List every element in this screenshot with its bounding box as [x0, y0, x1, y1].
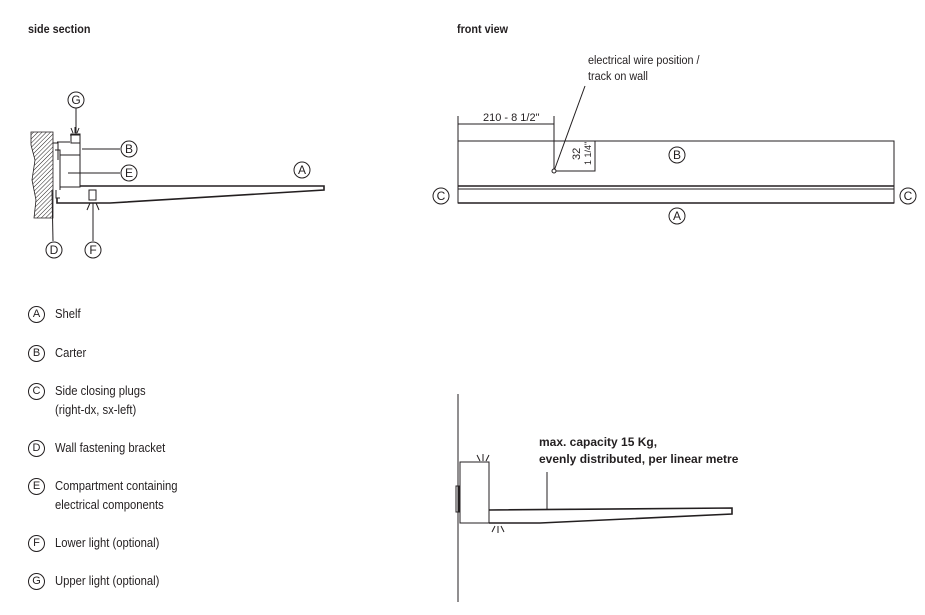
svg-text:B: B	[125, 142, 133, 156]
callout-g: G	[67, 91, 85, 109]
callout-b: B	[120, 140, 138, 158]
height-mm: 32	[571, 148, 583, 160]
svg-text:B: B	[673, 148, 681, 162]
callout-c-left: C	[432, 187, 450, 205]
callout-e: E	[120, 164, 138, 182]
front-view-drawing: electrical wire position / track on wall…	[432, 55, 917, 225]
dimension-label: 210 - 8 1/2"	[483, 112, 540, 124]
svg-text:E: E	[125, 166, 133, 180]
callout-b-front: B	[668, 146, 686, 164]
capacity-line1: max. capacity 15 Kg,	[539, 435, 657, 449]
callout-d: D	[45, 241, 63, 259]
side-section-heading: side section	[28, 22, 91, 36]
svg-text:F: F	[89, 243, 96, 257]
svg-text:A: A	[673, 209, 681, 223]
wall-hatch	[30, 131, 54, 219]
bracket	[53, 142, 61, 199]
upper-light-rays	[70, 127, 80, 134]
wire-note-line2: track on wall	[588, 71, 648, 84]
shelf-a	[56, 185, 325, 204]
callout-f: F	[84, 241, 102, 259]
callout-c-right: C	[899, 187, 917, 205]
capacity-drawing: max. capacity 15 Kg, evenly distributed,…	[455, 394, 739, 602]
callout-a: A	[293, 161, 311, 179]
side-section-drawing: G B E A D F	[30, 91, 325, 259]
svg-text:D: D	[50, 243, 59, 257]
front-view-heading: front view	[457, 22, 509, 36]
callout-a-front: A	[668, 207, 686, 225]
lower-light	[88, 189, 97, 201]
height-in: 1 1/4"	[583, 142, 593, 165]
svg-text:C: C	[437, 189, 446, 203]
capacity-line2: evenly distributed, per linear metre	[539, 452, 739, 466]
svg-text:G: G	[71, 93, 80, 107]
wire-note-line1: electrical wire position /	[588, 55, 700, 68]
compartment-e	[59, 154, 81, 188]
svg-text:C: C	[904, 189, 913, 203]
svg-text:A: A	[298, 163, 306, 177]
